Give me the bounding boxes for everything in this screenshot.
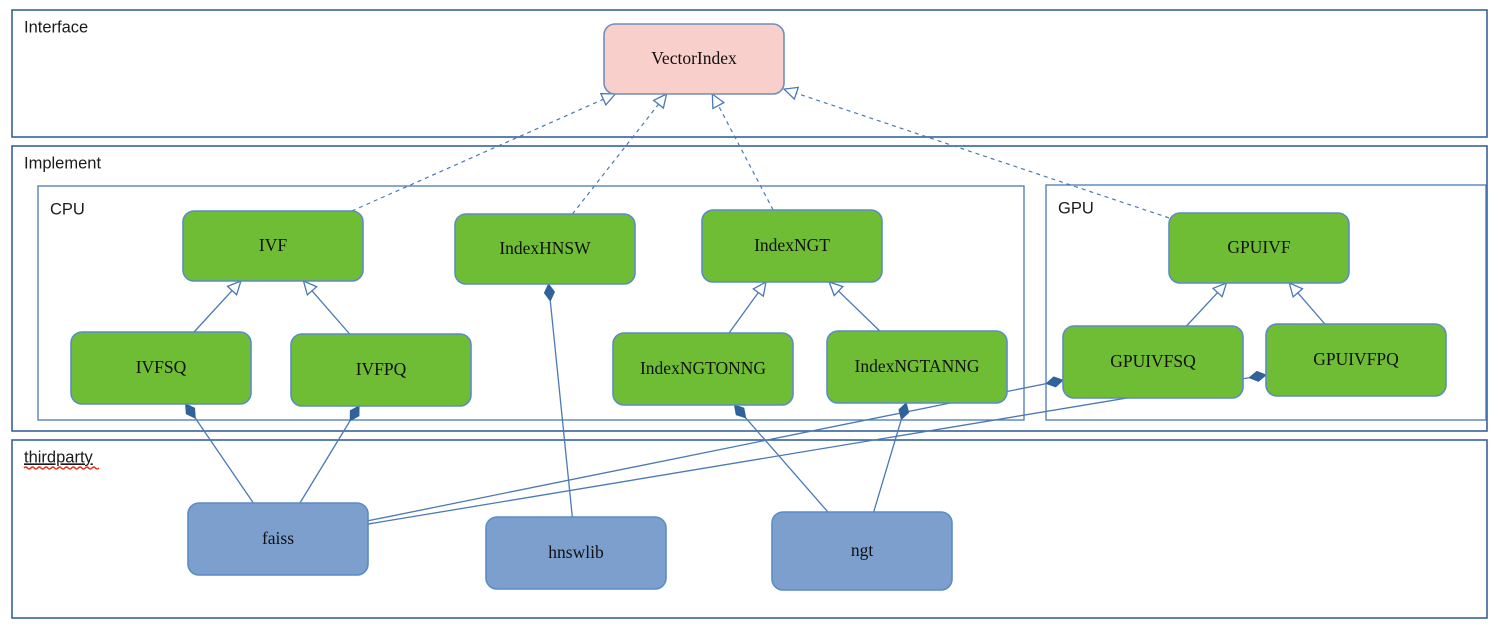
node-gpuivfpq[interactable]: GPUIVFPQ	[1265, 323, 1447, 397]
node-indexngt[interactable]: IndexNGT	[701, 209, 883, 283]
edge-e-gpuivfpq-faiss	[367, 370, 1267, 525]
edge-path-e-ngt-vectorindex	[717, 105, 774, 211]
edge-e-gpuivfsq-faiss	[367, 376, 1064, 522]
node-ngt[interactable]: ngt	[771, 511, 953, 591]
edge-path-e-gpuivfpq-faiss	[367, 377, 1250, 525]
node-label-indexngt: IndexNGT	[754, 235, 830, 255]
arrowhead-e-ivfpq-ivf	[302, 279, 318, 297]
edge-path-e-gpuivfsq-faiss	[367, 382, 1047, 522]
node-box-indexhnsw[interactable]	[454, 213, 636, 285]
node-label-ivf: IVF	[259, 235, 287, 255]
edge-path-e-gpuivf-vectorindex	[796, 92, 1170, 219]
edge-e-ngtonng-indexngt	[728, 280, 767, 334]
edge-e-gpuivfsq-gpuivf	[1185, 281, 1228, 327]
edge-path-e-indexhnsw-hnswlib	[549, 300, 573, 518]
node-label-gpuivfsq: GPUIVFSQ	[1110, 351, 1196, 371]
node-label-ivfpq: IVFPQ	[356, 359, 407, 379]
arrowhead-e-ivf-vectorindex	[599, 92, 617, 107]
edge-path-e-ngtonng-ngt	[745, 417, 829, 513]
container-label-thirdparty: thirdparty	[24, 448, 94, 466]
node-ivfsq[interactable]: IVFSQ	[70, 331, 252, 405]
container-label-interface: Interface	[24, 18, 88, 36]
edge-e-ngt-vectorindex	[711, 92, 774, 211]
node-indexhnsw[interactable]: IndexHNSW	[454, 213, 636, 285]
edge-path-e-gpuivfpq-gpuivf	[1297, 292, 1326, 325]
node-ivf[interactable]: IVF	[182, 210, 364, 282]
edge-e-ivfpq-ivf	[302, 279, 351, 335]
node-box-indexngt[interactable]	[701, 209, 883, 283]
subcontainer-label-cpu: CPU	[50, 200, 85, 218]
node-label-indexngtonng: IndexNGTONNG	[640, 358, 766, 378]
arrowhead-e-ngt-vectorindex	[711, 92, 726, 110]
edge-path-e-ivfpq-faiss	[299, 420, 351, 504]
edge-e-ivfsq-ivf	[193, 279, 242, 333]
node-vectorindex[interactable]: VectorIndex	[603, 23, 785, 95]
node-box-indexngtonng[interactable]	[612, 332, 794, 406]
node-box-vectorindex[interactable]	[603, 23, 785, 95]
node-label-hnswlib: hnswlib	[548, 542, 604, 562]
node-box-hnswlib[interactable]	[485, 516, 667, 590]
edge-path-e-gpuivfsq-gpuivf	[1185, 292, 1219, 327]
edge-path-e-ivfpq-ivf	[311, 290, 351, 335]
node-label-ngt: ngt	[851, 540, 874, 560]
node-hnswlib[interactable]: hnswlib	[485, 516, 667, 590]
edge-e-ivf-vectorindex	[351, 92, 617, 212]
edge-e-gpuivf-vectorindex	[782, 86, 1170, 219]
node-box-ivfpq[interactable]	[290, 333, 472, 407]
edge-layer	[185, 86, 1326, 525]
node-label-ivfsq: IVFSQ	[136, 357, 187, 377]
node-label-gpuivf: GPUIVF	[1227, 237, 1290, 257]
spellcheck-underline-thirdparty	[23, 466, 100, 470]
node-box-ivfsq[interactable]	[70, 331, 252, 405]
edge-e-gpuivfpq-gpuivf	[1288, 281, 1326, 325]
node-box-gpuivf[interactable]	[1168, 212, 1350, 284]
edge-path-e-ivf-vectorindex	[351, 98, 604, 212]
node-box-ngt[interactable]	[771, 511, 953, 591]
edge-path-e-ivfsq-faiss	[194, 417, 254, 504]
node-indexngtonng[interactable]: IndexNGTONNG	[612, 332, 794, 406]
edge-path-e-ngtanng-indexngt	[838, 290, 881, 332]
edge-e-ivfsq-faiss	[185, 403, 254, 504]
node-ivfpq[interactable]: IVFPQ	[290, 333, 472, 407]
node-gpuivf[interactable]: GPUIVF	[1168, 212, 1350, 284]
edge-e-hnsw-vectorindex	[571, 92, 668, 215]
subcontainer-label-gpu: GPU	[1058, 199, 1094, 217]
node-indexngtanng[interactable]: IndexNGTANNG	[826, 330, 1008, 404]
node-gpuivfsq[interactable]: GPUIVFSQ	[1062, 325, 1244, 399]
container-label-implement: Implement	[24, 154, 101, 172]
edge-e-ngtanng-indexngt	[828, 280, 881, 332]
edge-path-e-ngtanng-ngt	[873, 419, 902, 513]
edge-path-e-ivfsq-ivf	[193, 290, 233, 333]
node-box-faiss[interactable]	[187, 502, 369, 576]
node-box-gpuivfpq[interactable]	[1265, 323, 1447, 397]
node-box-indexngtanng[interactable]	[826, 330, 1008, 404]
node-label-faiss: faiss	[262, 528, 294, 548]
edge-e-ngtonng-ngt	[733, 404, 829, 513]
node-box-ivf[interactable]	[182, 210, 364, 282]
node-label-vectorindex: VectorIndex	[651, 48, 737, 68]
node-label-indexhnsw: IndexHNSW	[499, 238, 591, 258]
node-box-gpuivfsq[interactable]	[1062, 325, 1244, 399]
node-label-indexngtanng: IndexNGTANNG	[855, 356, 980, 376]
edge-e-ngtanng-ngt	[873, 402, 910, 513]
edge-e-ivfpq-faiss	[299, 405, 360, 504]
node-faiss[interactable]: faiss	[187, 502, 369, 576]
edge-e-indexhnsw-hnswlib	[543, 283, 573, 518]
node-label-gpuivfpq: GPUIVFPQ	[1313, 349, 1399, 369]
edge-path-e-ngtonng-indexngt	[728, 292, 759, 334]
